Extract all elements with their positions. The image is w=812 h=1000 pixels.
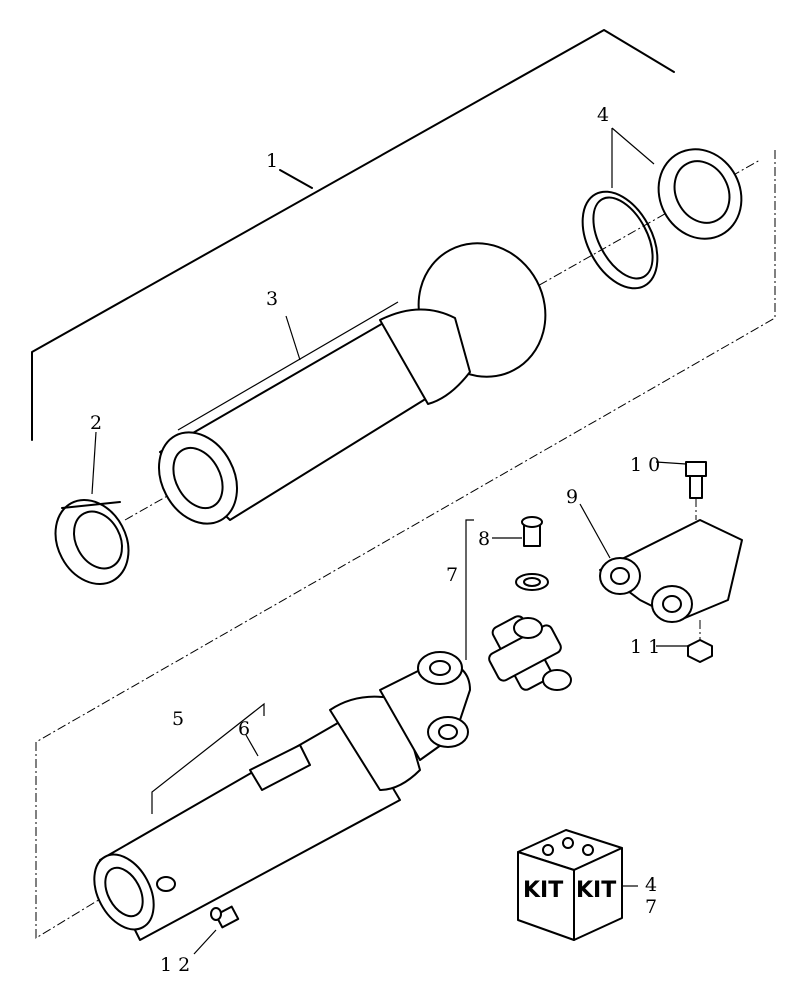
leader-lines — [91, 127, 690, 955]
callout-4-top: 4 — [597, 104, 610, 126]
housing-tube — [158, 242, 547, 525]
kit-label-left: KIT — [523, 878, 563, 903]
bolt-and-washer — [515, 516, 549, 591]
callout-4-kit: 4 — [645, 874, 658, 896]
callout-8: 8 — [478, 528, 491, 550]
callout-1: 1 — [266, 150, 279, 172]
universal-joint-cross — [488, 615, 572, 691]
callout-11: 1 1 — [630, 636, 661, 658]
callout-7-left: 7 — [446, 564, 459, 586]
callout-6: 6 — [238, 718, 251, 740]
split-ring — [54, 498, 130, 586]
clamp-yoke — [599, 519, 743, 623]
callout-3: 3 — [266, 288, 279, 310]
callout-9: 9 — [566, 486, 579, 508]
yoke-bolt — [685, 461, 707, 520]
callout-10: 1 0 — [630, 454, 661, 476]
yoke-nut — [687, 620, 713, 663]
grease-nipple — [210, 905, 240, 929]
kit-label-right: KIT — [576, 878, 616, 903]
circlip-and-seal — [581, 148, 743, 290]
assembly-boundary — [35, 150, 776, 939]
callout-7-kit: 7 — [645, 896, 658, 918]
callout-12: 1 2 — [160, 954, 191, 976]
callout-2: 2 — [90, 412, 103, 434]
kit-box: KIT KIT — [517, 829, 623, 941]
callout-5: 5 — [172, 708, 185, 730]
bracket-item-1 — [31, 29, 675, 441]
drive-shaft — [93, 651, 471, 941]
